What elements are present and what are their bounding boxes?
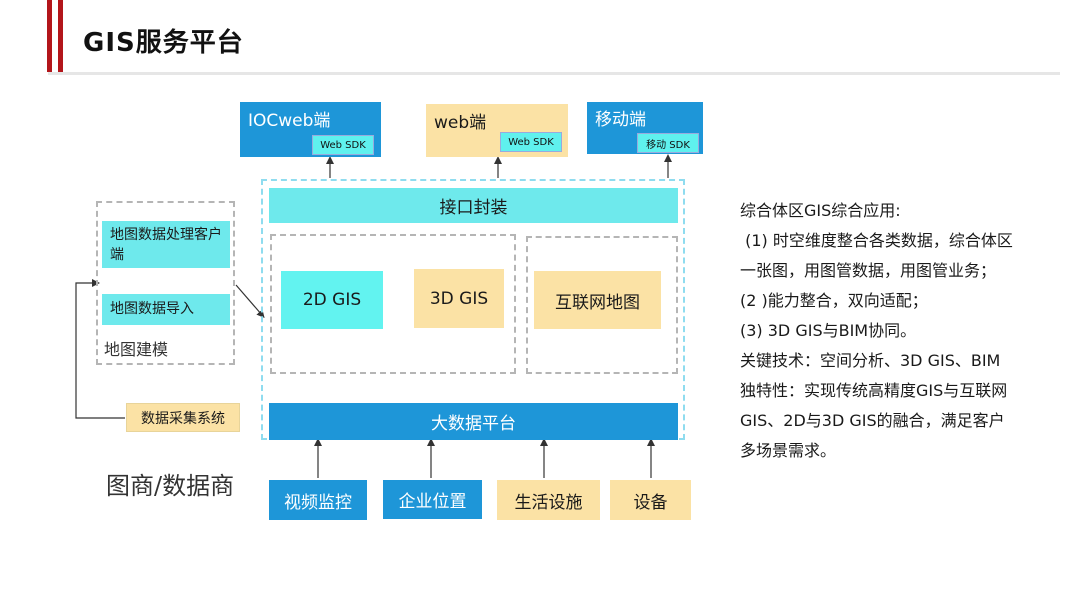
gis-group: [270, 234, 516, 374]
description-line-5: 关键技术：空间分析、3D GIS、BIM: [740, 351, 1001, 370]
description-line-7: GIS、2D与3D GIS的融合，满足客户: [740, 411, 1005, 430]
title-divider: [48, 72, 1060, 75]
client-ioc-web: IOCweb端 Web SDK: [240, 102, 381, 157]
internet-map-group: [526, 236, 678, 374]
arrow-modeling-to-platform: [235, 284, 265, 319]
description-heading: 综合体区GIS综合应用:: [740, 201, 901, 220]
client-mobile-sdk: 移动 SDK: [637, 133, 699, 153]
description-line-6: 独特性：实现传统高精度GIS与互联网: [740, 381, 1008, 400]
sources-caption: 图商/数据商: [106, 472, 235, 500]
source-facility: 生活设施: [497, 480, 600, 520]
header-accent-bar-1: [47, 0, 52, 72]
data-collection-box: 数据采集系统: [126, 403, 240, 432]
client-ioc-web-sdk: Web SDK: [312, 135, 374, 155]
modeling-group: [96, 201, 235, 365]
internet-map-box: 互联网地图: [534, 271, 661, 329]
source-device: 设备: [610, 480, 691, 520]
client-web-sdk: Web SDK: [500, 132, 562, 152]
big-data-platform: 大数据平台: [269, 403, 678, 440]
description-line-3: (2 )能力整合，双向适配；: [740, 291, 928, 310]
client-web-label: web端: [434, 113, 487, 133]
gis-3d-box: 3D GIS: [414, 269, 504, 328]
gis-2d-box: 2D GIS: [281, 271, 383, 329]
client-web: web端 Web SDK: [426, 104, 568, 157]
description-line-2: 一张图，用图管数据，用图管业务；: [740, 261, 997, 280]
modeling-caption: 地图建模: [104, 340, 169, 359]
client-mobile: 移动端 移动 SDK: [587, 102, 703, 154]
description-line-8: 多场景需求。: [740, 441, 837, 460]
header-accent-bar-2: [58, 0, 63, 72]
source-enterprise: 企业位置: [383, 480, 482, 519]
page-title: GIS服务平台: [83, 28, 244, 58]
client-mobile-label: 移动端: [595, 110, 646, 130]
client-ioc-web-label: IOCweb端: [248, 111, 331, 131]
interface-layer: 接口封装: [269, 188, 678, 223]
source-video: 视频监控: [269, 480, 367, 520]
modeling-client-box: 地图数据处理客户端: [102, 221, 230, 268]
description-line-4: (3) 3D GIS与BIM协同。: [740, 321, 917, 340]
modeling-import-box: 地图数据导入: [102, 294, 230, 325]
arrow-collection-loop: [75, 279, 125, 419]
description-line-1: (1) 时空维度整合各类数据，综合体区: [740, 231, 1013, 250]
description-block: 综合体区GIS综合应用: (1) 时空维度整合各类数据，综合体区 一张图，用图管…: [740, 196, 1060, 466]
